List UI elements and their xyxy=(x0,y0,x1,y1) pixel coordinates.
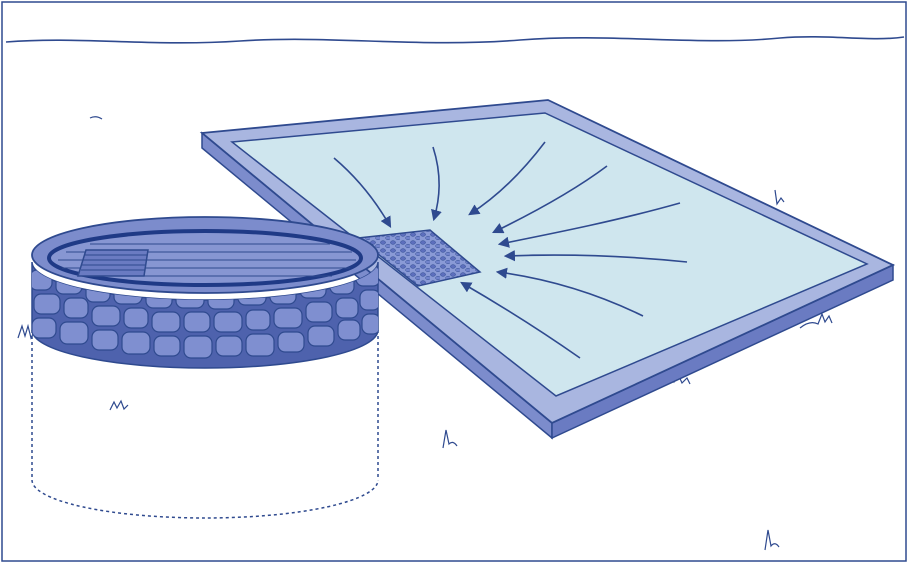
stone xyxy=(277,331,305,353)
stone xyxy=(307,325,335,347)
flow-arrow xyxy=(503,250,688,263)
stone xyxy=(273,307,303,329)
stone xyxy=(245,309,271,331)
hatch-grille xyxy=(81,254,147,271)
stone xyxy=(335,297,359,319)
stone xyxy=(361,313,378,335)
flow-arrow xyxy=(491,165,608,234)
stone xyxy=(91,305,121,327)
filter-bed xyxy=(356,229,482,287)
tank-bottom xyxy=(31,479,379,519)
flow-arrow xyxy=(495,267,644,317)
access-hatch xyxy=(76,249,149,277)
stone xyxy=(121,331,151,355)
stone-cistern xyxy=(31,216,379,369)
stone xyxy=(337,319,361,341)
stone xyxy=(305,301,333,323)
flow-arrow xyxy=(497,202,681,248)
stone xyxy=(183,335,213,359)
stone xyxy=(213,311,243,333)
grass-tuft xyxy=(774,189,785,206)
stone xyxy=(59,321,89,345)
grass-tuft xyxy=(109,399,129,411)
grass-tuft xyxy=(89,116,103,120)
grass-tuft xyxy=(799,312,833,329)
stone xyxy=(215,335,243,357)
stone xyxy=(123,307,149,329)
stone xyxy=(153,335,181,357)
stone xyxy=(151,311,181,333)
flow-arrow xyxy=(460,281,581,359)
flow-arrow xyxy=(468,141,546,216)
grass-tufts xyxy=(17,116,833,551)
stone xyxy=(33,293,61,315)
grass-tuft xyxy=(764,529,780,551)
stone xyxy=(359,289,378,311)
flow-arrow xyxy=(333,157,392,228)
stone xyxy=(32,317,57,339)
underground-tank-outline xyxy=(31,330,379,519)
stone xyxy=(183,311,211,333)
stone xyxy=(245,333,275,357)
stone xyxy=(63,297,89,319)
stone xyxy=(91,329,119,351)
flow-arrow xyxy=(431,146,442,222)
flow-arrows xyxy=(333,141,688,359)
horizon-line xyxy=(5,36,905,44)
grass-tuft xyxy=(442,429,458,449)
